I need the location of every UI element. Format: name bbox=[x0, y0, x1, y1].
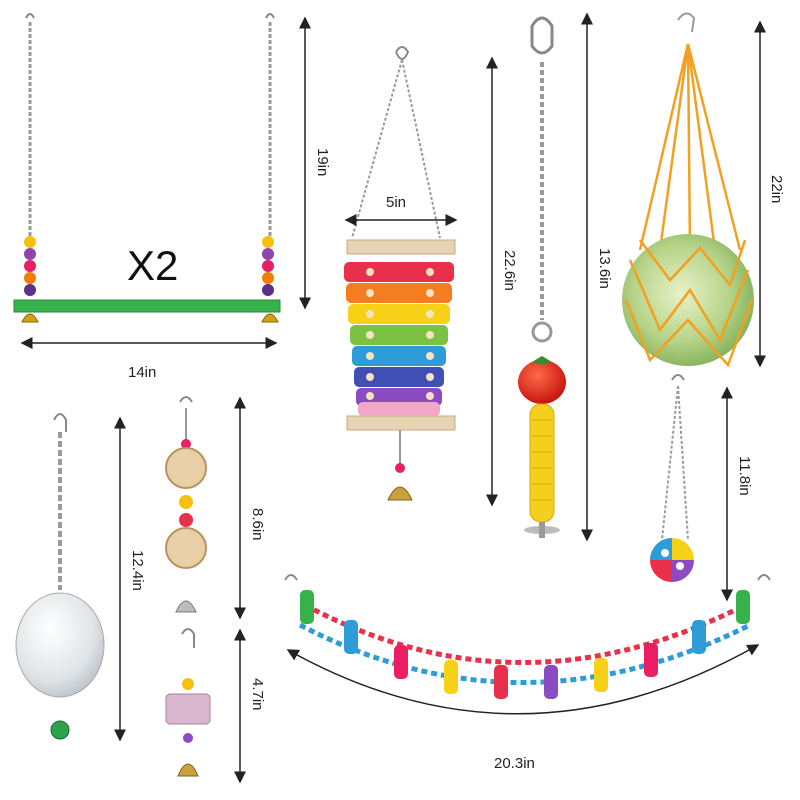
veggie-net-toy bbox=[622, 12, 754, 368]
chew-block-toy bbox=[165, 628, 211, 777]
bell-icon bbox=[175, 600, 197, 613]
chew-toy-height-label: 4.7in bbox=[249, 678, 266, 711]
multiplier-label: X2 bbox=[127, 242, 178, 289]
swing-toy: X2 bbox=[13, 13, 281, 323]
rattan-ball-toy bbox=[165, 396, 207, 613]
bell-icon bbox=[21, 313, 39, 323]
bridge-width-arrow bbox=[286, 644, 760, 715]
bead-bridge-toy bbox=[284, 574, 771, 699]
corn-toy-height-label: 13.6in bbox=[596, 248, 613, 289]
swing-width-label: 14in bbox=[128, 364, 156, 381]
xylophone-toy bbox=[344, 46, 456, 501]
hanging-ball-toy bbox=[650, 374, 694, 582]
mirror-height-label: 12.4in bbox=[129, 550, 146, 591]
xylophone-height-label: 22.6in bbox=[501, 250, 518, 291]
bell-icon bbox=[50, 720, 70, 740]
corn-toy bbox=[518, 16, 566, 538]
rattan-toy-height-label: 8.6in bbox=[249, 508, 266, 541]
swing-beads-left bbox=[24, 236, 36, 296]
swing-height-label: 19in bbox=[314, 148, 331, 176]
veggie-net-height-label: 22in bbox=[768, 175, 785, 203]
xylophone-width-label: 5in bbox=[386, 194, 406, 211]
bell-icon bbox=[261, 313, 279, 323]
swing-beads-right bbox=[262, 236, 274, 296]
ball-hanger-height-label: 11.8in bbox=[736, 456, 753, 496]
bell-icon bbox=[387, 486, 413, 501]
bell-icon bbox=[177, 763, 199, 777]
swing-perch bbox=[13, 299, 281, 313]
bridge-width-label: 20.3in bbox=[494, 755, 535, 772]
mirror-toy bbox=[15, 413, 105, 740]
